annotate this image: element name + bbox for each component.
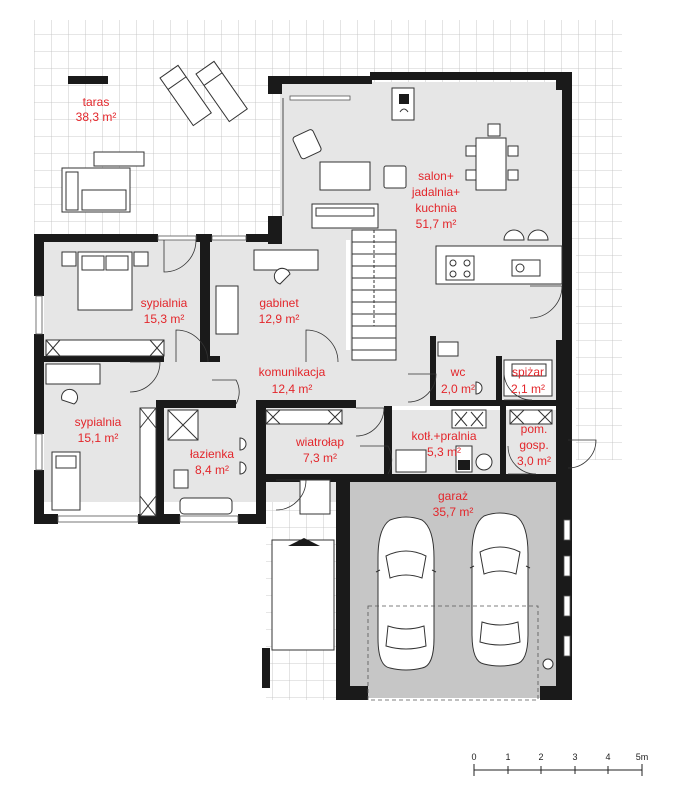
room-name-salon-3: kuchnia xyxy=(415,201,457,215)
room-area-gabinet: 12,9 m² xyxy=(259,312,300,326)
scale-tick-3: 3 xyxy=(572,752,577,762)
terrace-furniture xyxy=(61,60,248,213)
room-name-salon-2: jadalnia+ xyxy=(411,185,460,199)
scale-tick-1: 1 xyxy=(505,752,510,762)
room-area-taras: 38,3 m² xyxy=(76,110,117,124)
room-area-salon: 51,7 m² xyxy=(416,217,457,231)
scale-tick-4: 4 xyxy=(605,752,610,762)
room-name-sypialnia-2: sypialnia xyxy=(75,415,122,429)
room-area-pom: 3,0 m² xyxy=(517,454,551,468)
room-area-wiatrolap: 7,3 m² xyxy=(303,451,337,465)
room-name-wc: wc xyxy=(450,365,466,379)
utility-furniture xyxy=(265,341,553,651)
room-name-komunikacja: komunikacja xyxy=(259,365,326,379)
scale-bar: 0 1 2 3 4 5m xyxy=(471,752,648,776)
room-name-wiatrolap: wiatrołap xyxy=(295,435,344,449)
car-right xyxy=(469,512,531,667)
room-area-kotl: 5,3 m² xyxy=(427,445,461,459)
room-area-lazienka: 8,4 m² xyxy=(195,463,229,477)
room-name-pom-2: gosp. xyxy=(519,438,548,452)
office-furniture xyxy=(215,249,319,335)
doors xyxy=(129,239,597,511)
room-name-lazienka: łazienka xyxy=(190,447,234,461)
garage-cars xyxy=(367,512,554,701)
room-name-spizar: spiżar xyxy=(512,365,544,379)
room-name-pom-1: pom. xyxy=(521,422,548,436)
room-name-kotl: kotł.+pralnia xyxy=(411,429,476,443)
room-area-wc: 2,0 m² xyxy=(441,382,475,396)
room-name-taras: taras xyxy=(83,95,110,109)
scale-tick-2: 2 xyxy=(538,752,543,762)
room-area-komunikacja: 12,4 m² xyxy=(272,382,313,396)
room-labels: taras 38,3 m² salon+ jadalnia+ kuchnia 5… xyxy=(75,95,551,519)
scale-tick-5: 5m xyxy=(636,752,649,762)
scale-tick-0: 0 xyxy=(471,752,476,762)
walls xyxy=(34,72,572,700)
room-area-sypialnia-1: 15,3 m² xyxy=(144,312,185,326)
room-name-sypialnia-1: sypialnia xyxy=(141,296,188,310)
room-area-garaz: 35,7 m² xyxy=(433,505,474,519)
room-area-spizar: 2,1 m² xyxy=(511,382,545,396)
room-name-salon-1: salon+ xyxy=(418,169,454,183)
room-name-gabinet: gabinet xyxy=(259,296,299,310)
bedroom1-furniture xyxy=(45,251,165,357)
bedroom2-furniture xyxy=(45,363,157,517)
windows xyxy=(35,95,571,657)
room-area-sypialnia-2: 15,1 m² xyxy=(78,431,119,445)
car-left xyxy=(375,516,437,671)
room-name-garaz: garaż xyxy=(438,489,468,503)
living-furniture xyxy=(292,87,563,361)
bathroom-furniture xyxy=(167,409,247,515)
